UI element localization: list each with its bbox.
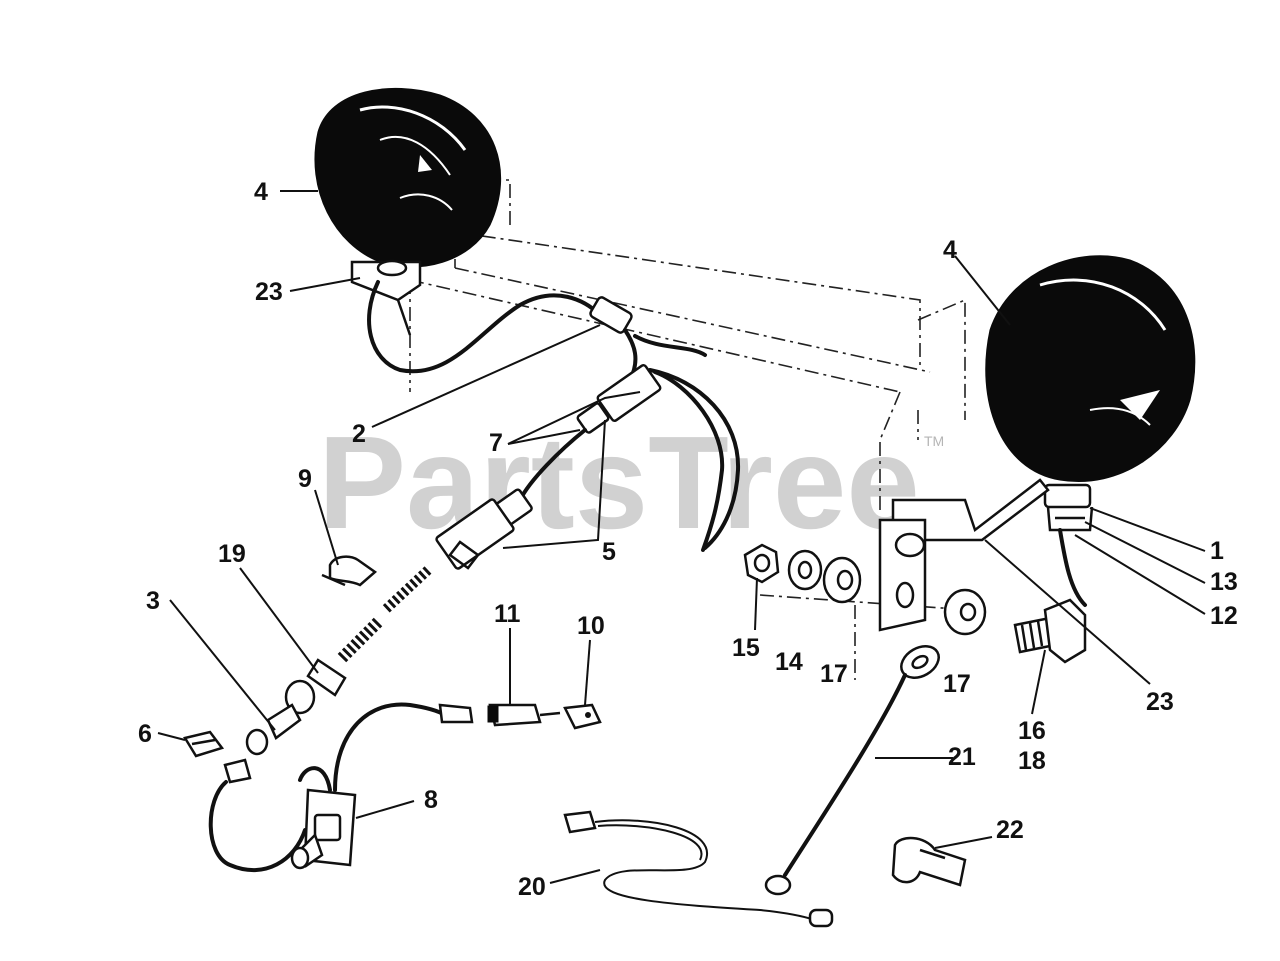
callout-9: 9 bbox=[298, 465, 312, 493]
harness-clip bbox=[321, 555, 378, 587]
ground-cable bbox=[764, 645, 940, 896]
callout-6: 6 bbox=[138, 720, 152, 748]
callout-13: 13 bbox=[1210, 568, 1238, 596]
callout-10: 10 bbox=[577, 612, 605, 640]
callout-19: 19 bbox=[218, 540, 246, 568]
work-light-right bbox=[985, 255, 1196, 607]
terminal-small bbox=[183, 730, 225, 758]
toggle-switch bbox=[208, 702, 474, 872]
callout-7: 7 bbox=[489, 429, 503, 457]
callout-11: 11 bbox=[494, 600, 521, 628]
leader-lines bbox=[157, 190, 1206, 884]
callout-14: 14 bbox=[775, 648, 803, 676]
callout-5: 5 bbox=[602, 538, 616, 566]
callout-numbers: 4 23 2 7 5 9 19 3 6 8 11 10 4 1 13 12 23… bbox=[138, 178, 1238, 901]
callout-17-right: 17 bbox=[943, 670, 971, 698]
spade-terminal bbox=[563, 703, 602, 730]
callout-15: 15 bbox=[732, 634, 760, 662]
callout-3: 3 bbox=[146, 587, 160, 615]
callout-16: 16 bbox=[1018, 717, 1046, 745]
watermark: PartsTree TM bbox=[318, 409, 944, 556]
callout-12: 12 bbox=[1210, 602, 1238, 630]
lamp-bracket-right bbox=[878, 478, 1050, 632]
watermark-brand: PartsTree bbox=[318, 409, 920, 556]
wiring-harness bbox=[367, 280, 741, 570]
wire-lead bbox=[563, 810, 834, 928]
callout-20: 20 bbox=[518, 873, 546, 901]
callout-4-right: 4 bbox=[943, 236, 957, 264]
hex-bolt bbox=[1013, 598, 1087, 664]
callout-2: 2 bbox=[352, 420, 366, 448]
hex-nut bbox=[743, 543, 780, 584]
socket-spring-assembly bbox=[223, 566, 432, 784]
callout-21: 21 bbox=[948, 743, 976, 771]
callout-8: 8 bbox=[424, 786, 438, 814]
callout-4-left: 4 bbox=[254, 178, 268, 206]
callout-18: 18 bbox=[1018, 747, 1046, 775]
callout-22: 22 bbox=[996, 816, 1024, 844]
lock-washer bbox=[787, 549, 823, 591]
connector-housing bbox=[487, 703, 561, 727]
flat-washer-1 bbox=[822, 556, 862, 604]
callout-1: 1 bbox=[1210, 537, 1224, 565]
work-light-left bbox=[314, 87, 502, 268]
flat-washer-2 bbox=[943, 588, 987, 636]
callout-17-left: 17 bbox=[820, 660, 848, 688]
lamp-bracket-left bbox=[350, 259, 422, 336]
watermark-trademark: TM bbox=[924, 433, 944, 449]
callout-23-left: 23 bbox=[255, 278, 283, 306]
callout-23-right: 23 bbox=[1146, 688, 1174, 716]
cable-clamp bbox=[891, 836, 967, 887]
